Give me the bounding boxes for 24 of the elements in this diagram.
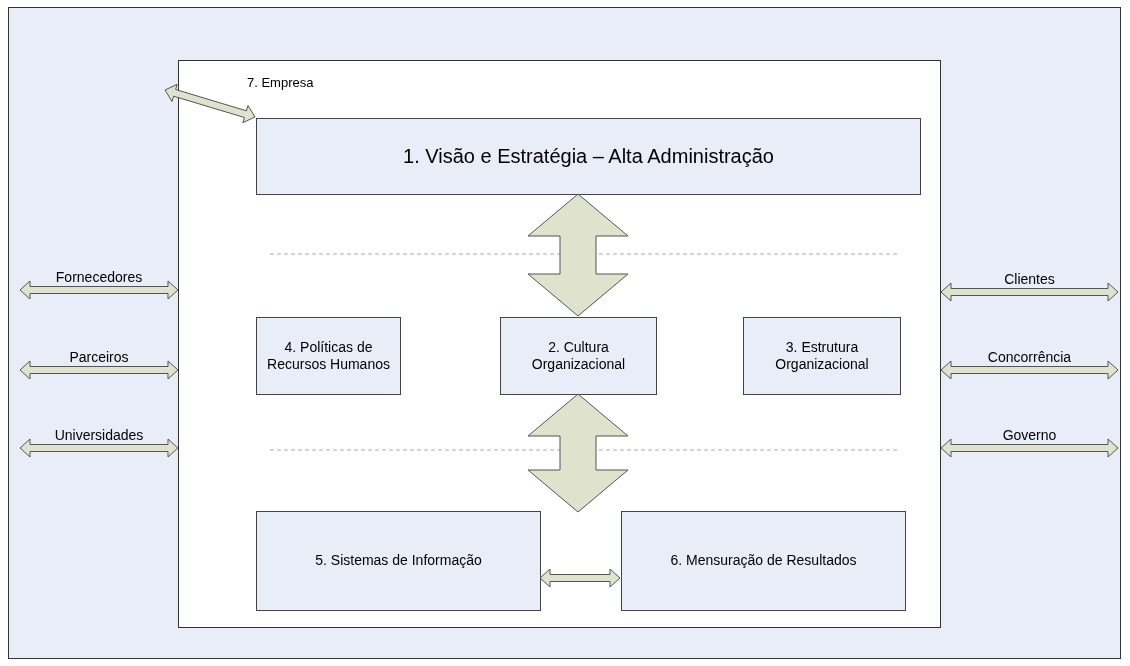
process-box: 6. Mensuração de Resultados [621,511,906,611]
edge-label: Clientes [1003,272,1056,286]
double-arrow [527,393,629,513]
double-arrow [940,438,1119,458]
edge-label: Concorrência [986,350,1073,364]
process-box: 1. Visão e Estratégia – Alta Administração [256,118,921,195]
frame-title: 7. Empresa [247,74,314,92]
double-arrow [19,280,179,300]
process-box: 3. Estrutura Organizacional [743,317,901,395]
double-arrow [940,282,1119,302]
double-arrow [539,568,621,588]
process-box: 4. Políticas de Recursos Humanos [256,317,401,395]
process-box: 2. Cultura Organizacional [500,317,657,395]
company-frame [178,60,941,628]
edge-label: Parceiros [68,350,130,364]
edge-label: Universidades [53,428,145,442]
double-arrow [527,193,629,317]
double-arrow [164,83,256,124]
edge-label: Governo [1001,428,1058,442]
double-arrow [19,360,179,380]
double-arrow [940,360,1119,380]
process-box: 5. Sistemas de Informação [256,511,541,611]
double-arrow [19,438,179,458]
edge-label: Fornecedores [54,270,144,284]
